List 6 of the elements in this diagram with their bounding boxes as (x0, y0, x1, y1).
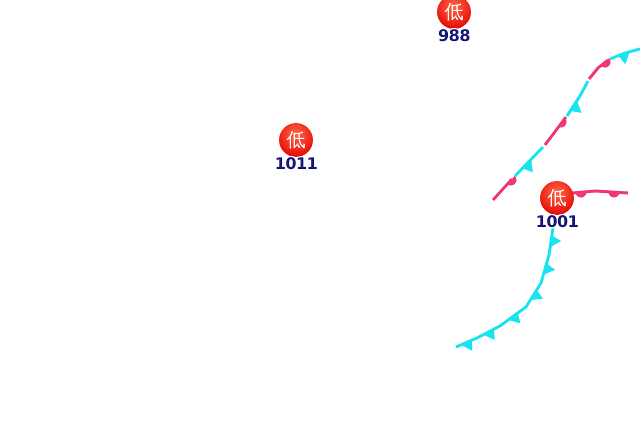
low-pressure-symbol: 低 (540, 181, 574, 215)
pressure-value: 1001 (534, 213, 580, 231)
pressure-value: 988 (437, 27, 471, 45)
pressure-value: 1011 (274, 155, 318, 173)
low-pressure-symbol: 低 (437, 0, 471, 29)
low-pressure-symbol: 低 (279, 123, 313, 157)
